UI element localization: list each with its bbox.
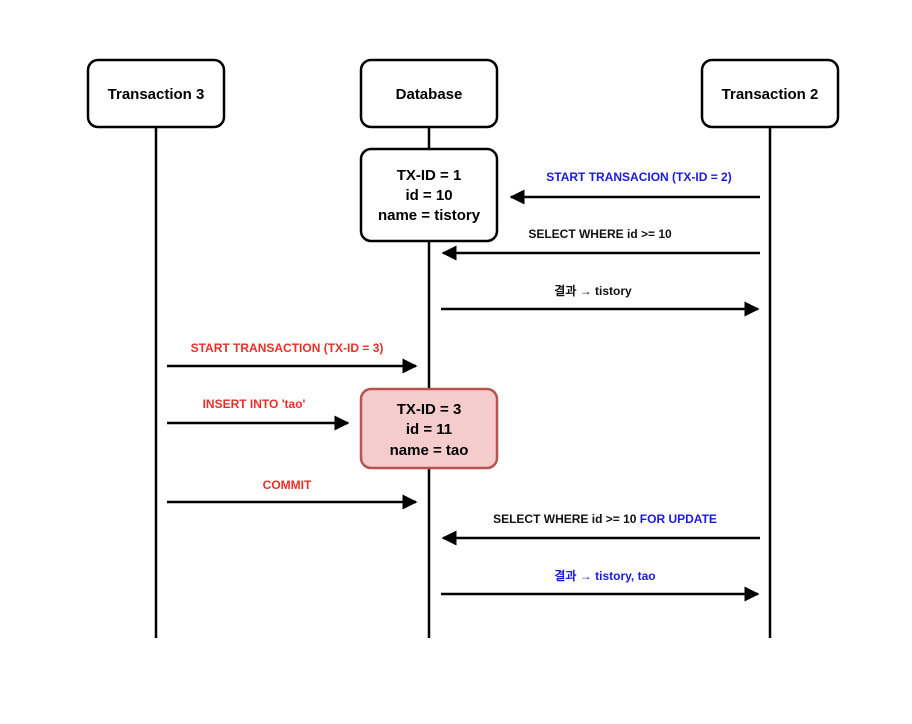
lifeline-header-transaction-2: Transaction 2 [700,58,840,129]
message-label: START TRANSACTION (TX-ID = 3) [191,341,384,355]
message-label: START TRANSACION (TX-ID = 2) [546,170,731,184]
lifeline-label: Transaction 3 [108,86,205,103]
lifeline-header-database: Database [359,58,499,129]
message-label: SELECT WHERE id >= 10 FOR UPDATE [493,512,717,526]
message-insert-tx3: INSERT INTO 'tao' [167,397,350,431]
note-line: name = tistory [378,207,481,224]
message-commit-tx3: COMMIT [167,478,418,510]
lifeline-header-transaction-3: Transaction 3 [86,58,226,129]
message-start-transaction-tx3: START TRANSACTION (TX-ID = 3) [167,341,418,374]
message-select-tx2: SELECT WHERE id >= 10 [441,227,760,261]
row-note-tx1: TX-ID = 1 id = 10 name = tistory [359,147,499,243]
note-line: id = 11 [406,421,452,438]
message-select-for-update-tx2: SELECT WHERE id >= 10 FOR UPDATE [441,512,760,546]
row-note-tx3: TX-ID = 3 id = 11 name = tao [359,387,499,470]
message-start-transaction-tx2: START TRANSACION (TX-ID = 2) [509,170,760,205]
message-result-for-update-tx2: 결과 → tistory, tao [441,568,760,602]
message-result-tx2: 결과 → tistory [441,283,760,317]
lifeline-label: Database [396,86,463,103]
lifeline-label: Transaction 2 [722,86,819,103]
message-label: 결과 → tistory [554,283,632,298]
message-label: INSERT INTO 'tao' [203,397,306,411]
note-line: TX-ID = 1 [397,167,462,184]
note-line: name = tao [390,442,469,459]
message-label: COMMIT [263,478,312,492]
message-label: 결과 → tistory, tao [554,568,655,583]
note-line: TX-ID = 3 [397,401,462,418]
message-label: SELECT WHERE id >= 10 [528,227,672,241]
note-line: id = 10 [405,187,452,204]
